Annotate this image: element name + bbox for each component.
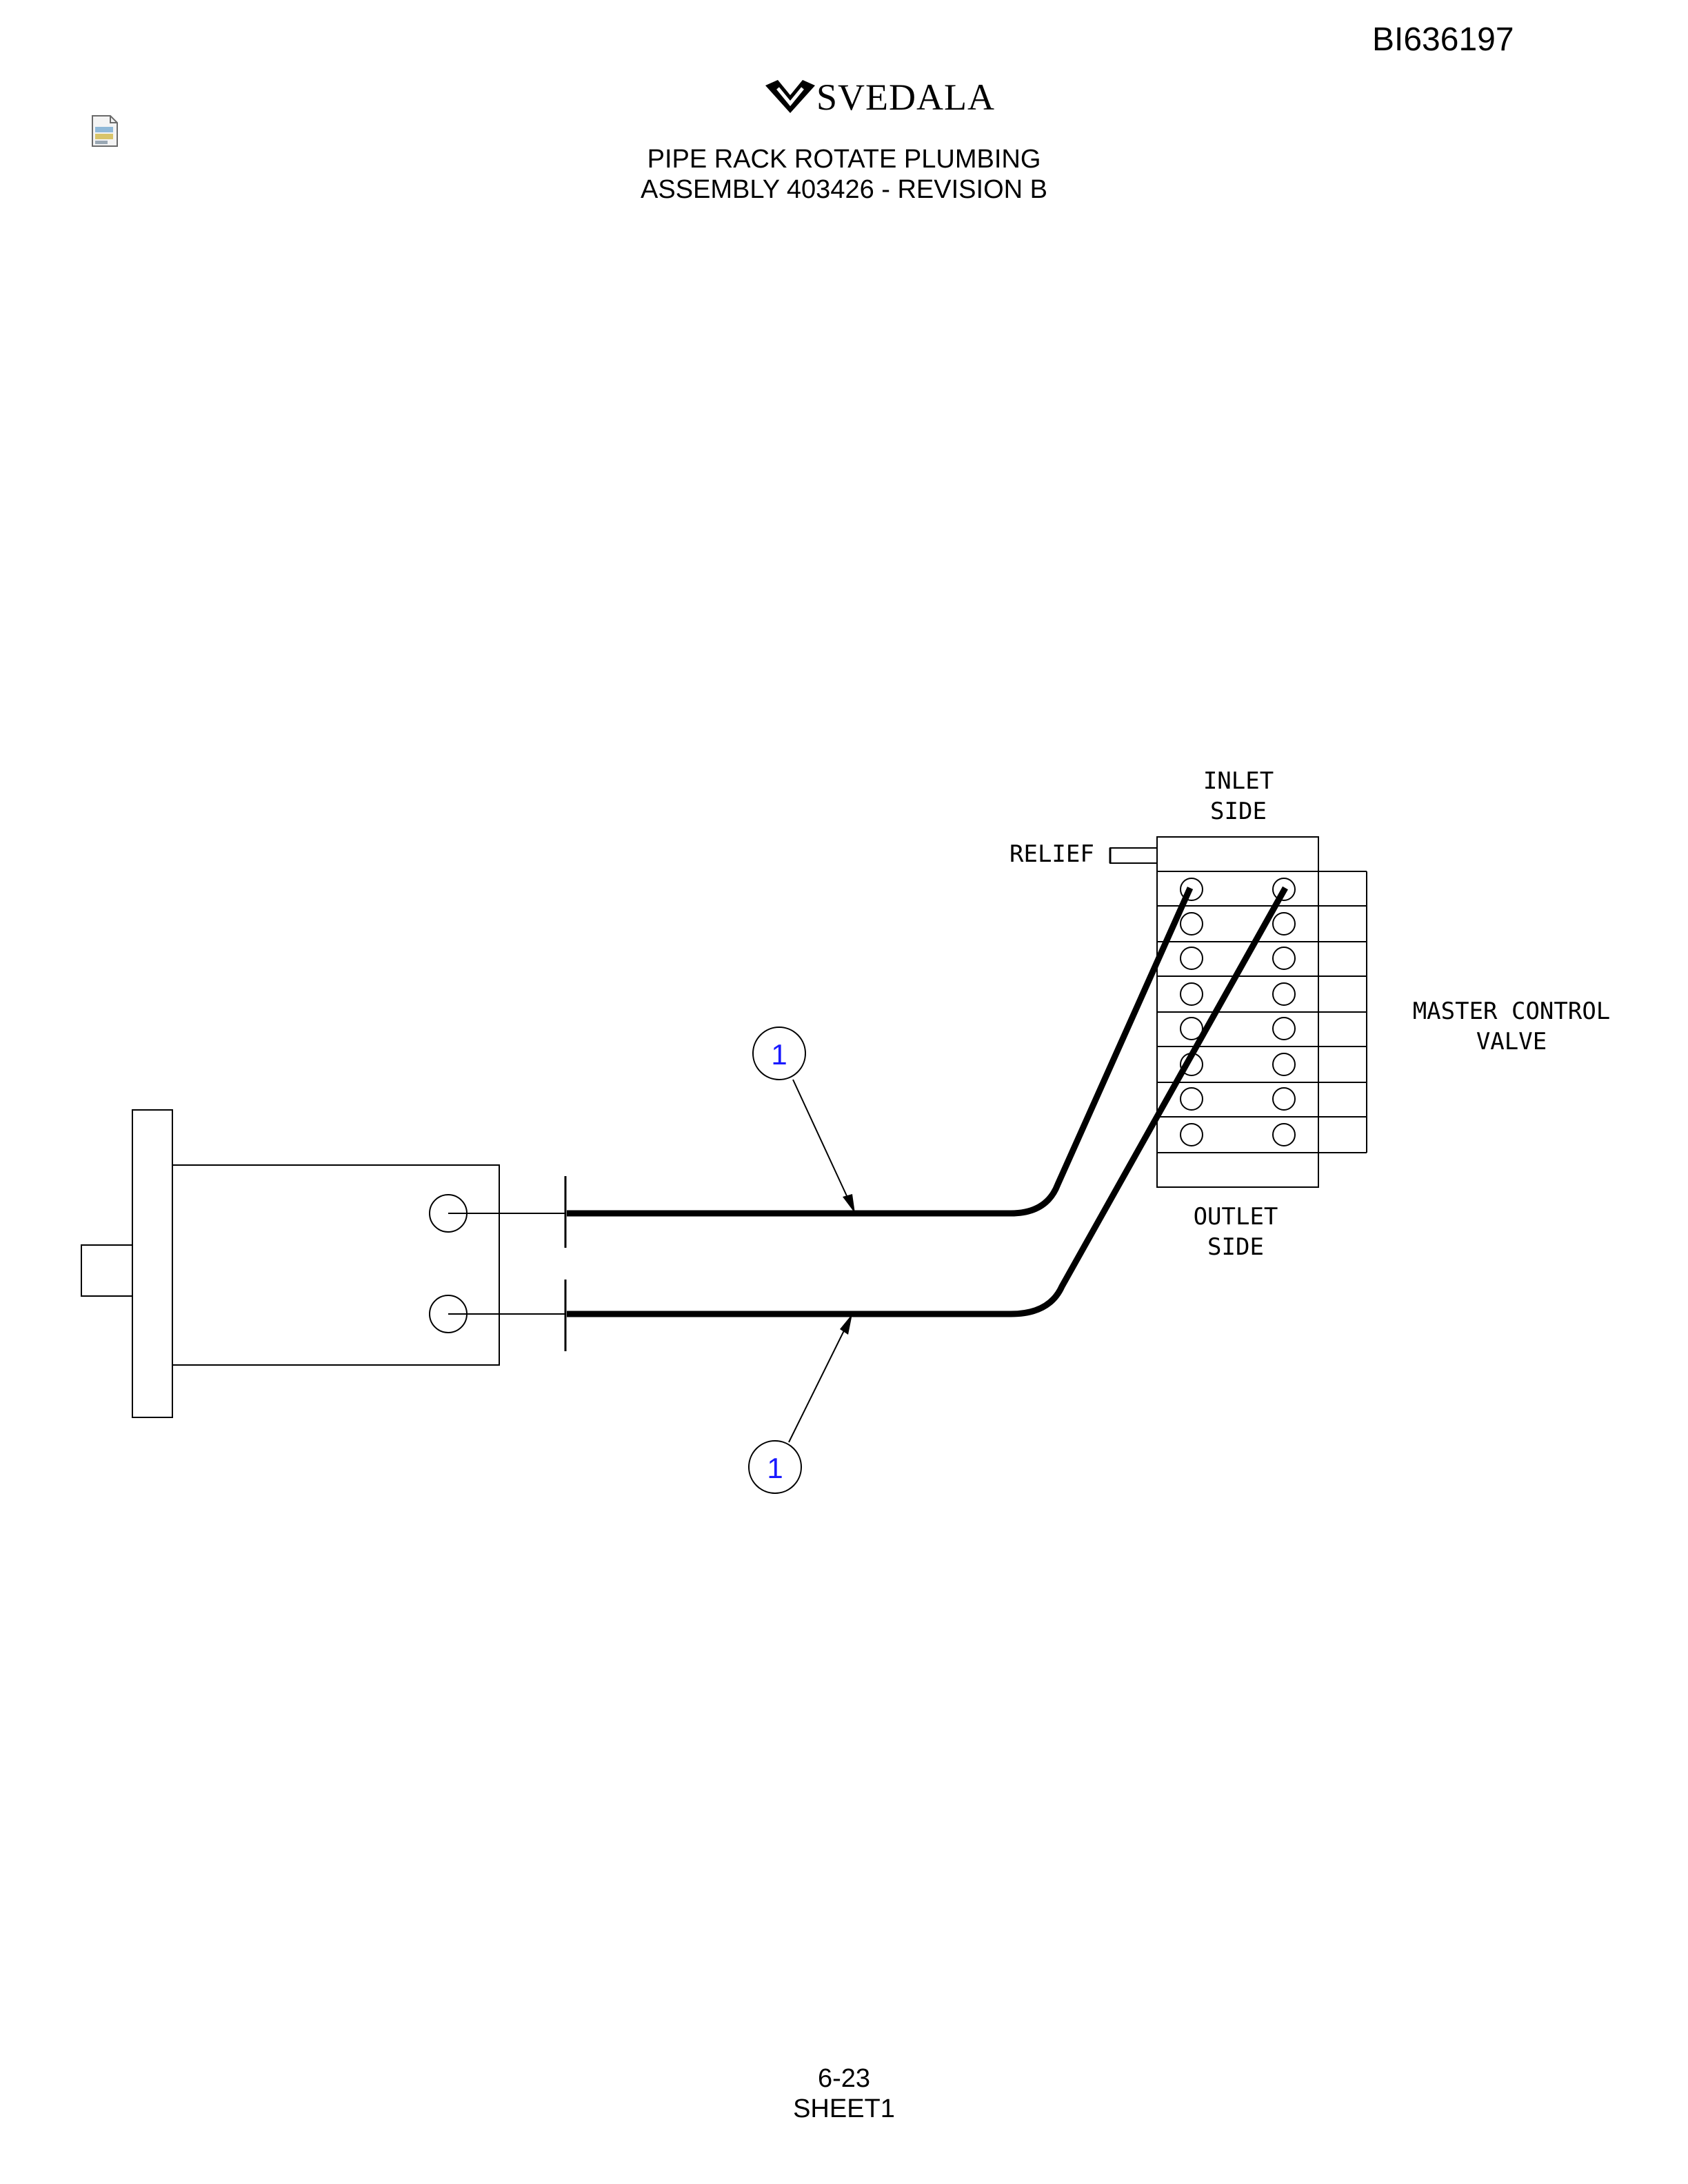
outlet-label: OUTLET [1194, 1203, 1278, 1231]
hose-lower [567, 886, 1288, 1317]
valve-label: VALVE [1476, 1028, 1547, 1055]
document-id: BI636197 [1372, 21, 1514, 58]
outlet-side-label: SIDE [1207, 1233, 1264, 1261]
relief-label: RELIEF [1009, 840, 1094, 868]
inlet-side-label: SIDE [1210, 798, 1267, 825]
svedala-logo-mark-icon [765, 80, 815, 113]
drawing-title-line1: PIPE RACK ROTATE PLUMBING [647, 145, 1041, 174]
callout-number-upper: 1 [771, 1038, 787, 1071]
callout-number-lower: 1 [767, 1452, 783, 1484]
svedala-logo: SVEDALA [764, 74, 994, 119]
page-number: 6-23 [817, 2064, 871, 2093]
logo-text: SVEDALA [816, 77, 995, 118]
relief-fitting [1109, 847, 1158, 864]
hoses [567, 886, 1288, 1317]
inlet-label: INLET [1203, 767, 1274, 795]
rotate-motor [81, 1109, 567, 1418]
motor-flange [132, 1109, 173, 1418]
sheet-label: SHEET1 [793, 2094, 895, 2123]
motor-shaft [81, 1244, 133, 1297]
master-control-label: MASTER CONTROL [1413, 998, 1611, 1025]
callout-upper: 1 [752, 1027, 855, 1213]
master-control-valve [1109, 836, 1367, 1188]
motor-body [172, 1164, 500, 1366]
document-file-icon[interactable] [90, 114, 120, 148]
hose-upper [567, 887, 1194, 1217]
callout-lower: 1 [748, 1314, 852, 1494]
drawing-title-line2: ASSEMBLY 403426 - REVISION B [641, 175, 1047, 204]
